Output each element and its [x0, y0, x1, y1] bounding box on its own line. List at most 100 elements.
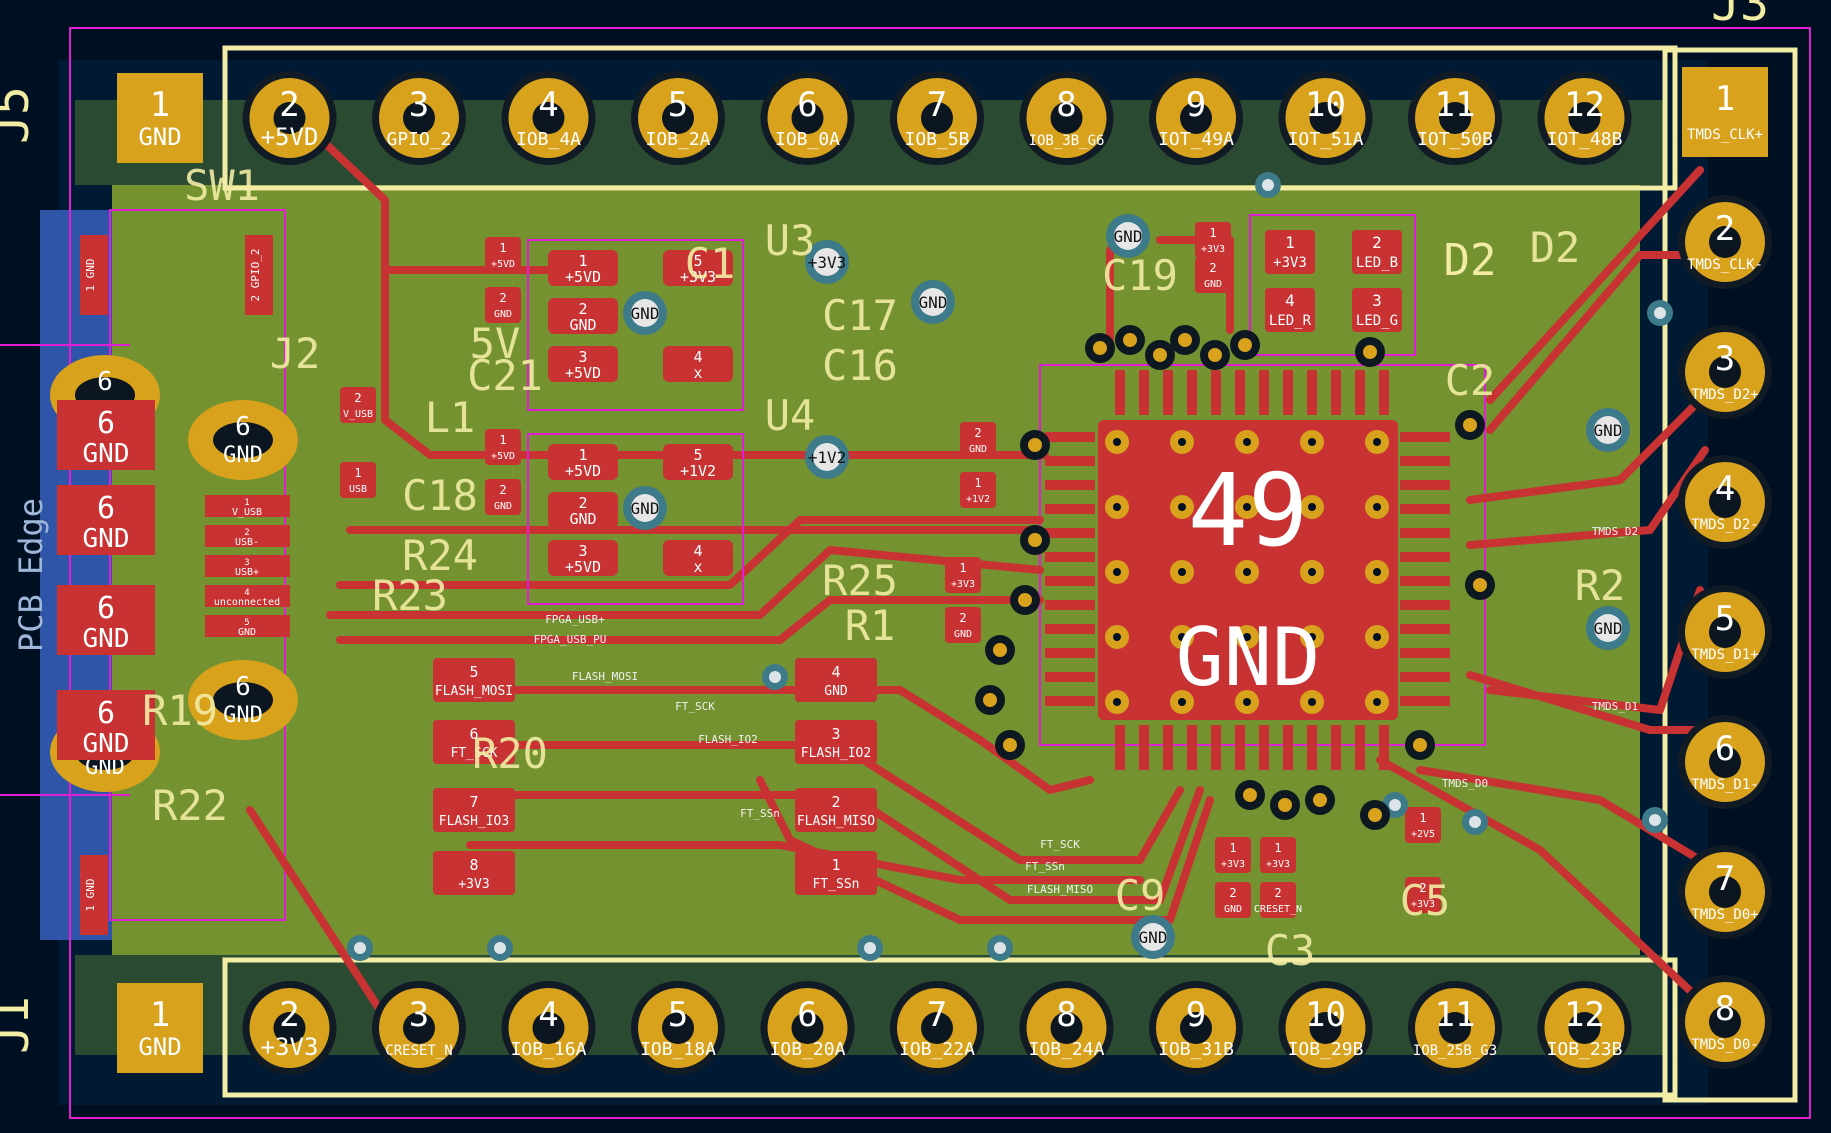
regulator-pad	[548, 346, 618, 382]
silk-j3-outline	[1662, 47, 1798, 1103]
refdes-label: C2	[1445, 356, 1496, 405]
flash-pad-net: FLASH_IO3	[439, 814, 509, 829]
passive-pad	[340, 462, 376, 498]
header-pad-hole	[1439, 1012, 1471, 1044]
fpga-pin-top	[1307, 370, 1317, 415]
via-hole	[1654, 307, 1666, 319]
thermal-via-hole	[1373, 568, 1381, 576]
header-pin-net: IOT_51A	[1288, 129, 1364, 150]
led-pad	[1265, 230, 1315, 274]
tented-via-core	[1093, 341, 1107, 355]
trace-label: FPGA_USB_PU	[534, 633, 607, 646]
flash-pad-net: FT_SCK	[451, 746, 498, 761]
header-pin-number: 2	[279, 995, 299, 1035]
usb-pad-net: GND	[223, 443, 263, 468]
usb-signal-net: GND	[238, 627, 256, 638]
passive-pad	[1260, 837, 1296, 873]
tented-via-core	[1018, 593, 1032, 607]
led-pad-net: +3V3	[1273, 255, 1307, 271]
flash-pad	[795, 851, 877, 895]
regulator-pad	[663, 444, 733, 480]
header-pin-number: 7	[927, 85, 947, 125]
via-hole	[494, 942, 506, 954]
usb-pad-number: 6	[97, 696, 115, 731]
flash-footprint: 5FLASH_MOSI6FT_SCK7FLASH_IO38+3V34GND3FL…	[433, 658, 877, 895]
flash-pad-number: 4	[831, 663, 840, 681]
fpga-pin-top	[1211, 370, 1221, 415]
refdes-label: SW1	[184, 161, 260, 210]
usb-pad-net: GND	[83, 624, 130, 654]
header-pad-hole	[532, 102, 565, 134]
header-pad-hole	[1709, 746, 1741, 778]
thermal-via-hole	[1178, 503, 1186, 511]
header-pin-net: GND	[138, 1033, 181, 1061]
trace-0	[286, 106, 1049, 459]
trace-2	[1486, 166, 1704, 404]
passive-pad	[960, 422, 996, 458]
passive-pad-number: 2	[1419, 881, 1426, 895]
ref-j5: J5	[0, 86, 40, 144]
passive-pad-net: V_USB	[343, 409, 373, 420]
thermal-via-hole	[1373, 633, 1381, 641]
usb-signal-number: 2	[244, 528, 249, 538]
back-copper-zone	[40, 210, 118, 940]
passive-pad-number: 1	[354, 466, 361, 480]
header-pin-net: GND	[138, 123, 181, 151]
header-pin-number: 11	[1435, 995, 1476, 1035]
via-pad	[631, 494, 659, 522]
courtyard-led	[1249, 214, 1416, 356]
passive-pad	[340, 387, 376, 423]
trace-14	[466, 686, 1094, 794]
regulator-pad-net: x	[693, 364, 702, 382]
passive-pad-number: 2	[499, 483, 506, 497]
via-pad	[1594, 416, 1622, 444]
refdes-label: C3	[1265, 926, 1316, 975]
flash-pad	[433, 851, 515, 895]
passive-pad	[960, 472, 996, 508]
usb-signal-net: USB+	[235, 567, 259, 578]
thermal-via-hole	[1308, 698, 1316, 706]
led-pad	[1352, 230, 1402, 274]
fpga-pin-top	[1115, 370, 1125, 415]
header-pin-number: 2	[1715, 209, 1735, 249]
via-net: +3V3	[808, 253, 847, 272]
refdes-label: R2	[1575, 561, 1626, 610]
via-net: GND	[919, 293, 948, 312]
regulator-pad	[548, 298, 618, 334]
header-pin-number: 3	[409, 995, 429, 1035]
silk-j5-outline	[222, 45, 1678, 191]
header-pin-net: IOT_49A	[1158, 129, 1234, 150]
fpga-pin-left	[1045, 624, 1095, 634]
refdes-label: R22	[152, 781, 228, 830]
via-hole	[1262, 179, 1274, 191]
fpga-pin-left	[1045, 552, 1095, 562]
header-pin-net: TMDS_CLK+	[1687, 127, 1763, 143]
header-j1: 1GND2+3V33CRESET_N4IOB_16A5IOB_18A6IOB_2…	[117, 981, 1632, 1075]
header-pad-hole	[662, 1012, 694, 1044]
regulator-pad-number: 1	[578, 446, 587, 464]
via-hole	[1649, 814, 1661, 826]
led-pad-number: 1	[1285, 233, 1295, 252]
trace-12	[326, 546, 1044, 619]
tented-via-core	[1028, 438, 1042, 452]
header-pad-hole	[403, 1012, 435, 1044]
passive-pad-net: GND	[494, 501, 512, 512]
usb-signal-pad	[205, 585, 290, 607]
header-pin-net: TMDS_D2+	[1691, 387, 1758, 403]
usb-signal-number: 4	[244, 588, 249, 598]
usb-signal-net: unconnected	[214, 597, 280, 608]
flash-pad-number: 7	[469, 793, 478, 811]
usb-signal-number: 1	[244, 498, 249, 508]
fpga-pad-number: 49	[1188, 452, 1308, 569]
header-pin-number: 10	[1305, 85, 1346, 125]
thermal-via-hole	[1178, 698, 1186, 706]
tented-via-core	[993, 643, 1007, 657]
passive-pad	[1405, 807, 1441, 843]
via-pad	[1594, 614, 1622, 642]
passive-pad-number: 1	[974, 476, 981, 490]
via-pad	[1139, 923, 1167, 951]
passive-pad-number: 1	[499, 433, 506, 447]
header-pin-number: 3	[1715, 339, 1735, 379]
header-pad-hole	[1050, 102, 1083, 134]
header-pin-net: IOB_16A	[511, 1039, 587, 1060]
